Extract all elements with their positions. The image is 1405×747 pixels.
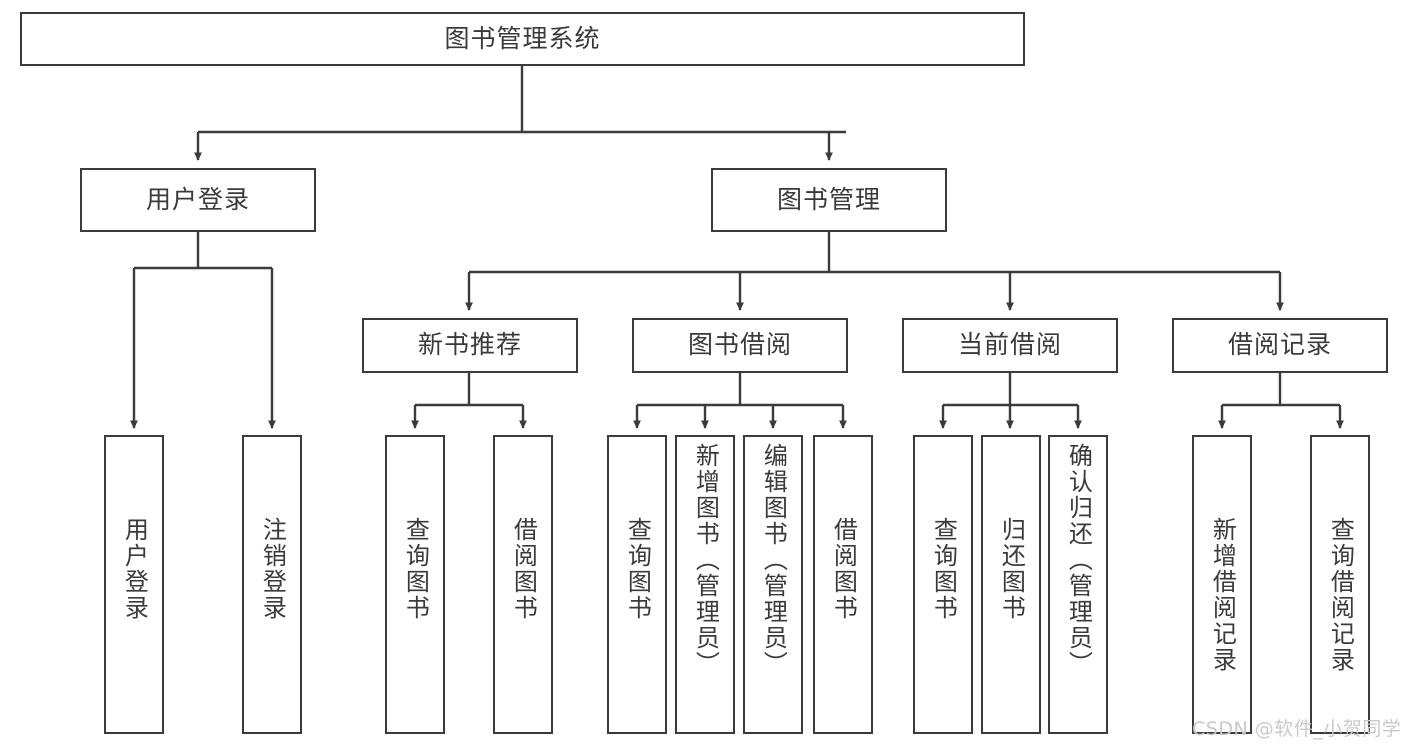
- node-label: 查询图书: [401, 517, 430, 621]
- leaf-borrow-book-recommend[interactable]: 借阅图书: [493, 435, 553, 734]
- leaf-query-book-borrow[interactable]: 查询图书: [607, 435, 667, 734]
- node-label: 编辑图书（管理员）: [759, 443, 788, 677]
- node-label: 查询图书: [929, 517, 958, 621]
- leaf-add-book-admin[interactable]: 新增图书（管理员）: [675, 435, 735, 734]
- node-label: 用户登录: [145, 184, 250, 214]
- node-label: 注销登录: [258, 517, 287, 621]
- watermark: CSDN @软件_小贺同学: [1192, 718, 1402, 740]
- node-book-management[interactable]: 图书管理: [711, 168, 947, 232]
- leaf-add-borrow-record[interactable]: 新增借阅记录: [1192, 435, 1252, 734]
- leaf-query-borrow-record[interactable]: 查询借阅记录: [1310, 435, 1370, 734]
- node-current-borrow[interactable]: 当前借阅: [902, 318, 1118, 373]
- node-new-book-recommend[interactable]: 新书推荐: [362, 318, 578, 373]
- node-root-book-management-system[interactable]: 图书管理系统: [20, 12, 1025, 66]
- node-label: 查询借阅记录: [1326, 517, 1355, 673]
- leaf-return-book[interactable]: 归还图书: [981, 435, 1041, 734]
- node-label: 新书推荐: [417, 330, 522, 360]
- node-book-borrow[interactable]: 图书借阅: [632, 318, 848, 373]
- leaf-query-book-current[interactable]: 查询图书: [913, 435, 973, 734]
- node-label: 借阅图书: [509, 517, 538, 621]
- node-label: 图书管理: [776, 184, 881, 214]
- node-label: 借阅图书: [829, 517, 858, 621]
- node-label: 确认归还（管理员）: [1064, 443, 1093, 677]
- node-label: 当前借阅: [957, 330, 1062, 360]
- leaf-query-book-recommend[interactable]: 查询图书: [385, 435, 445, 734]
- node-label: 新增图书（管理员）: [691, 443, 720, 677]
- node-borrow-record[interactable]: 借阅记录: [1172, 318, 1388, 373]
- leaf-user-login[interactable]: 用户登录: [104, 435, 164, 734]
- leaf-edit-book-admin[interactable]: 编辑图书（管理员）: [743, 435, 803, 734]
- node-label: 图书借阅: [687, 330, 792, 360]
- leaf-confirm-return-admin[interactable]: 确认归还（管理员）: [1048, 435, 1108, 734]
- node-user-login[interactable]: 用户登录: [80, 168, 316, 232]
- leaf-borrow-book[interactable]: 借阅图书: [813, 435, 873, 734]
- node-label: 查询图书: [623, 517, 652, 621]
- node-label: 新增借阅记录: [1208, 517, 1237, 673]
- node-label: 用户登录: [120, 517, 149, 621]
- node-label: 图书管理系统: [444, 23, 601, 53]
- node-label: 归还图书: [997, 517, 1026, 621]
- leaf-logout[interactable]: 注销登录: [242, 435, 302, 734]
- node-label: 借阅记录: [1227, 330, 1332, 360]
